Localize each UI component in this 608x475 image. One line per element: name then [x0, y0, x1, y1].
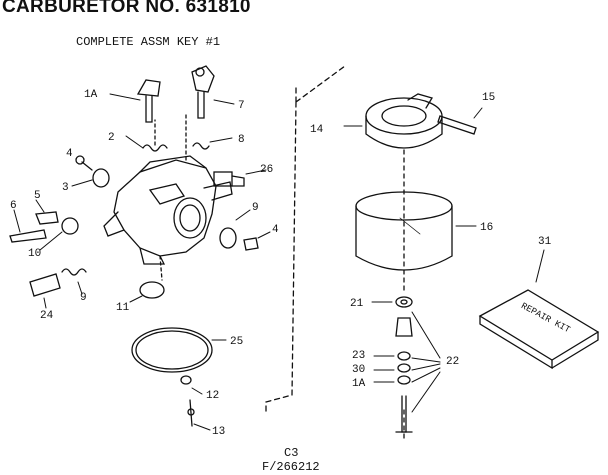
figure-reference: F/266212 [262, 460, 320, 474]
part-choke-plate [71, 168, 110, 188]
part-washer-21 [371, 296, 413, 308]
part-repair-kit-31 [478, 249, 600, 370]
callout-2: 2 [108, 132, 115, 144]
part-screw-4-right [243, 231, 271, 251]
callout-11: 11 [116, 302, 130, 314]
callout-6: 6 [10, 200, 17, 212]
callout-25: 25 [230, 336, 243, 348]
callout-22: 22 [446, 356, 459, 368]
callout-9-right: 9 [252, 202, 259, 214]
part-pin-13 [187, 399, 211, 431]
part-spring-8 [192, 137, 233, 150]
callout-8: 8 [238, 134, 245, 146]
callout-4-right: 4 [272, 224, 279, 236]
callout-21: 21 [350, 298, 364, 310]
diagram-title: CARBURETOR NO. 631810 [2, 0, 251, 17]
callout-1A-top: 1A [84, 89, 98, 101]
callout-16: 16 [480, 222, 493, 234]
part-needle-5 [35, 199, 59, 225]
callout-14: 14 [310, 124, 324, 136]
part-needle-valve-stack [373, 311, 441, 433]
part-screw-24 [29, 273, 61, 309]
part-throttle-shaft [109, 79, 161, 123]
callout-4-left: 4 [66, 148, 73, 160]
part-fitting-26 [213, 169, 267, 187]
callout-26-upper: 26 [260, 164, 273, 176]
part-screw-6 [9, 209, 47, 243]
assembly-dashed-frame [265, 65, 346, 413]
diagram-subtitle: COMPLETE ASSM KEY #1 [76, 35, 221, 49]
part-cover-14 [343, 93, 443, 149]
callout-5: 5 [34, 190, 41, 202]
carburetor-body [103, 155, 233, 281]
part-float-11 [129, 281, 165, 303]
part-gasket-25 [131, 327, 227, 373]
callout-15: 15 [482, 92, 495, 104]
callout-30: 30 [352, 364, 365, 376]
part-screw-15 [437, 107, 483, 135]
callout-7: 7 [238, 100, 245, 112]
callout-23: 23 [352, 350, 365, 362]
callout-3: 3 [62, 182, 69, 194]
part-choke-shaft [191, 65, 235, 119]
part-float-bowl-16 [355, 191, 477, 271]
callout-10: 10 [28, 248, 41, 260]
callout-9-lower: 9 [80, 292, 87, 304]
part-spring-9 [61, 268, 87, 295]
callout-31: 31 [538, 236, 552, 248]
figure-code: C3 [284, 446, 299, 460]
callout-13: 13 [212, 426, 225, 438]
part-spring-2 [125, 135, 168, 152]
callout-24: 24 [40, 310, 54, 322]
callout-1A-bottom: 1A [352, 378, 366, 390]
callout-12: 12 [206, 390, 219, 402]
part-washer-12 [180, 375, 203, 395]
part-throttle-plate-9 [219, 209, 251, 249]
part-plug-10 [39, 217, 79, 251]
part-screw-4-left [75, 155, 93, 171]
dashed-centerline-left [154, 111, 187, 161]
